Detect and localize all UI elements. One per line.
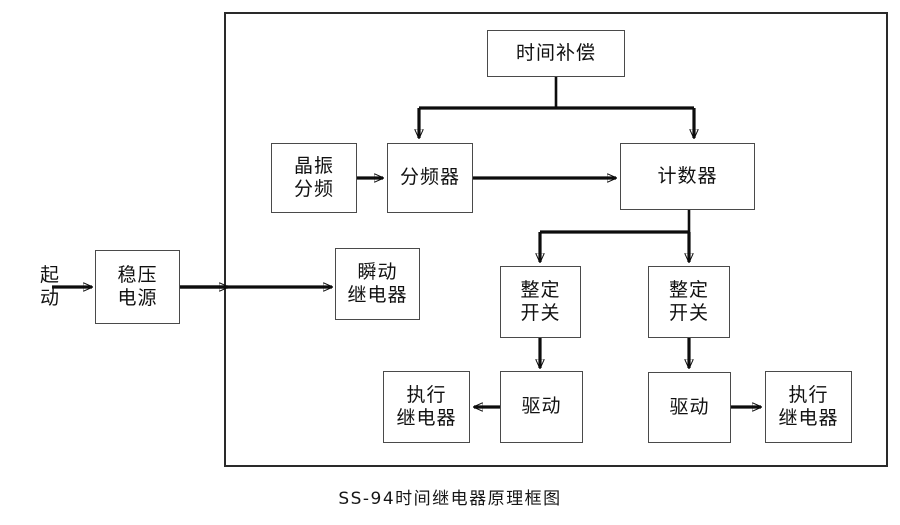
node-setting-switch-1-line1: 整定 (520, 278, 561, 301)
node-frequency-divider[interactable]: 分频器 (387, 143, 473, 213)
node-counter[interactable]: 计数器 (620, 143, 755, 210)
node-crystal-divider[interactable]: 晶振 分频 (271, 143, 357, 213)
node-time-compensation-line1: 时间补偿 (515, 41, 596, 64)
node-exec-relay-1-line2: 继电器 (396, 407, 457, 429)
node-setting-switch-2-line1: 整定 (668, 278, 709, 301)
start-input-label: 起 动 (30, 255, 70, 319)
node-setting-switch-2[interactable]: 整定 开关 (648, 266, 730, 338)
node-crystal-divider-line2: 分频 (293, 178, 334, 200)
node-frequency-divider-line1: 分频器 (399, 166, 460, 189)
node-exec-relay-2-line1: 执行 (788, 383, 829, 406)
node-counter-line1: 计数器 (657, 164, 718, 187)
node-exec-relay-2[interactable]: 执行 继电器 (765, 371, 852, 443)
node-time-compensation[interactable]: 时间补偿 (487, 30, 625, 77)
node-voltage-regulator-line2: 电源 (117, 287, 158, 309)
node-driver-2[interactable]: 驱动 (648, 372, 731, 443)
diagram-caption: SS-94时间继电器原理框图 (338, 489, 562, 509)
node-driver-2-line1: 驱动 (669, 395, 710, 418)
node-setting-switch-2-line2: 开关 (668, 302, 709, 324)
node-crystal-divider-line1: 晶振 (293, 154, 334, 177)
node-exec-relay-1[interactable]: 执行 继电器 (383, 371, 470, 443)
node-exec-relay-1-line1: 执行 (406, 383, 447, 406)
node-exec-relay-2-line2: 继电器 (778, 407, 839, 429)
node-driver-1-line1: 驱动 (521, 395, 562, 418)
node-setting-switch-1-line2: 开关 (520, 302, 561, 324)
node-voltage-regulator[interactable]: 稳压 电源 (95, 250, 180, 324)
circuit-boundary-frame (224, 12, 888, 467)
start-label-line1: 起 (39, 263, 60, 286)
node-instant-relay-line2: 继电器 (347, 284, 408, 306)
start-label-line2: 动 (39, 287, 60, 309)
node-driver-1[interactable]: 驱动 (500, 371, 583, 443)
node-voltage-regulator-line1: 稳压 (117, 263, 158, 286)
node-instant-relay-line1: 瞬动 (357, 260, 398, 283)
node-setting-switch-1[interactable]: 整定 开关 (500, 266, 581, 338)
node-instant-relay[interactable]: 瞬动 继电器 (335, 248, 420, 320)
